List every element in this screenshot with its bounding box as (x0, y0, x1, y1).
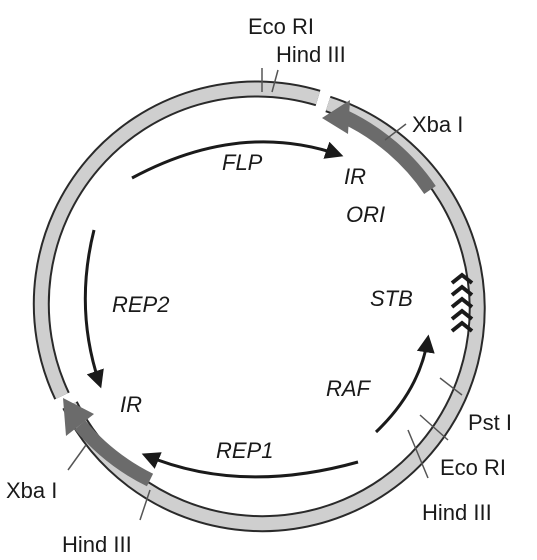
label-eco-ri-bottom-right: Eco RI (440, 455, 506, 480)
tick-hind-iii-bottom-right (407, 429, 429, 479)
label-rep1: REP1 (216, 438, 273, 463)
ring-strand-lower-fill (64, 97, 484, 531)
tick-xba-i-left (67, 444, 87, 471)
gene-arrows (83, 140, 435, 479)
tick-xba-i-right (384, 123, 407, 141)
label-xba-i-left: Xba I (6, 478, 57, 503)
label-xba-i-right: Xba I (412, 112, 463, 137)
tick-eco-ri-bottom-right (419, 414, 449, 441)
tick-hind-iii-bottom-left (139, 489, 151, 521)
label-hind-iii-top: Hind III (276, 42, 346, 67)
rep2-arrow (83, 229, 104, 389)
tick-pst-i (439, 377, 463, 396)
ir-arrowhead-left (63, 398, 94, 436)
feature-labels: FLP IR ORI REP2 STB RAF IR REP1 (112, 150, 413, 463)
plasmid-ring (32, 80, 486, 533)
inverted-repeat-bottom-left (63, 398, 154, 487)
inverted-repeat-top-right (322, 100, 436, 194)
label-flp: FLP (222, 150, 263, 175)
label-ir-left: IR (120, 392, 142, 417)
label-stb: STB (370, 286, 413, 311)
label-ori: ORI (346, 202, 385, 227)
ir-arrowhead-top (322, 100, 350, 134)
rep1-arrow (141, 452, 359, 479)
label-ir-top: IR (344, 164, 366, 189)
site-labels: Eco RI Hind III Xba I Pst I Eco RI Hind … (6, 14, 512, 557)
label-hind-iii-bottom-left: Hind III (62, 532, 132, 557)
label-rep2: REP2 (112, 292, 169, 317)
raf-arrow (374, 334, 435, 434)
flp-arrow (131, 140, 344, 180)
stb-repeats (450, 272, 474, 333)
label-raf: RAF (326, 376, 372, 401)
ring-strand-upper-fill (34, 82, 320, 399)
label-eco-ri-top: Eco RI (248, 14, 314, 39)
label-hind-iii-bottom-right: Hind III (422, 500, 492, 525)
site-ticks (67, 68, 463, 521)
label-pst-i: Pst I (468, 410, 512, 435)
tick-hind-iii-top (271, 69, 279, 93)
ring-strand-upper (32, 80, 321, 400)
